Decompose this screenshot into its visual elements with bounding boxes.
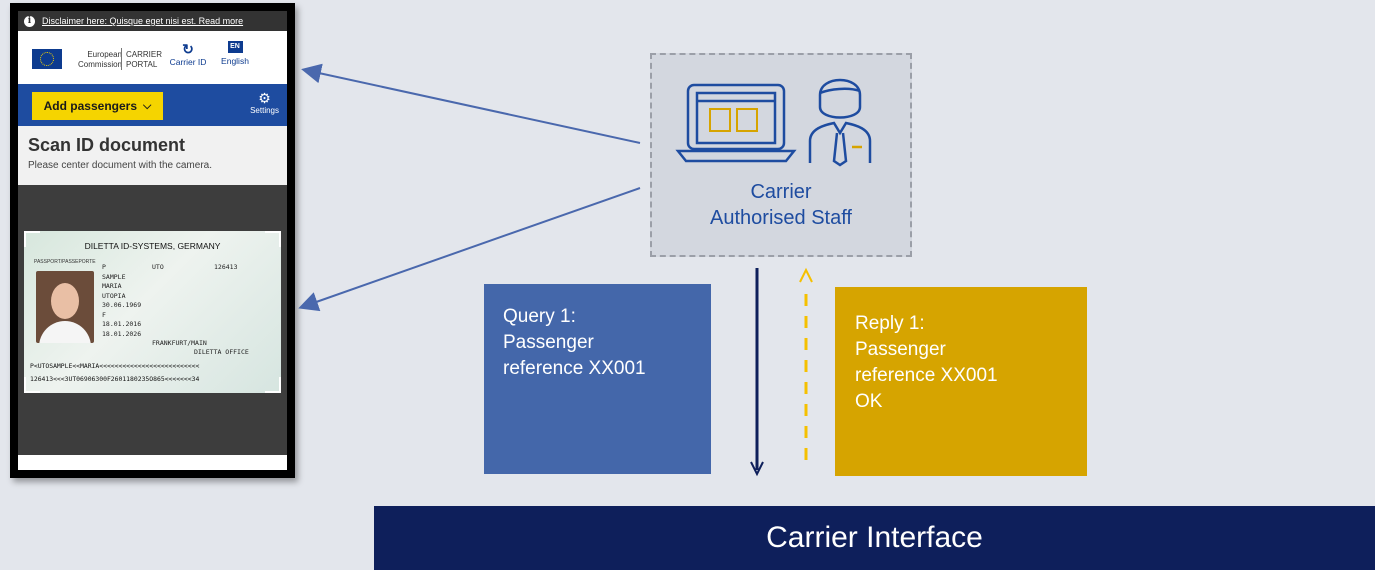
chevron-down-icon: ⌵: [143, 99, 152, 112]
ec-logo-text: European Commission: [78, 50, 123, 69]
carrier-id-icon: ↻: [182, 41, 194, 57]
passport-fields: P SAMPLE MARIA UTOPIA 30.06.1969 F 18.01…: [102, 263, 142, 338]
passport-image: DILETTA ID-SYSTEMS, GERMANY PASSPORT/PAS…: [24, 231, 281, 393]
arrow-to-phone-scan: [298, 187, 641, 312]
settings-button[interactable]: ⚙ Settings: [250, 90, 279, 115]
passport-photo: [36, 271, 94, 343]
passport-authority: DILETTA OFFICE: [194, 348, 249, 356]
interface-label: Carrier Interface: [766, 521, 983, 554]
frame-corner: [24, 377, 40, 393]
reply-line: Reply 1:: [855, 313, 925, 334]
carrier-id-button[interactable]: ↻ Carrier ID: [168, 41, 208, 67]
info-icon: i: [24, 15, 35, 27]
phone-screen: i Disclaimer here: Quisque eget nisi est…: [18, 11, 287, 470]
frame-corner: [265, 231, 281, 247]
staff-illustration: [675, 78, 872, 167]
language-icon: EN: [227, 41, 243, 53]
gear-icon: ⚙: [258, 90, 271, 106]
laptop-icon: [675, 83, 797, 163]
disclaimer-link[interactable]: Disclaimer here: Quisque eget nisi est. …: [42, 16, 244, 26]
passport-issuer: DILETTA ID-SYSTEMS, GERMANY: [84, 241, 221, 251]
portal-name: CARRIER PORTAL: [126, 50, 163, 69]
scan-panel: Scan ID document Please center document …: [18, 126, 287, 185]
eu-flag-logo: [32, 49, 62, 69]
query-line: reference XX001: [503, 358, 646, 379]
disclaimer-bar[interactable]: i Disclaimer here: Quisque eget nisi est…: [18, 11, 287, 31]
add-passengers-button[interactable]: Add passengers ⌵: [32, 92, 163, 120]
query-arrow-head: [750, 461, 764, 477]
window-tiles-icon: [709, 108, 758, 132]
reply-line: reference XX001: [855, 365, 998, 386]
query-line: Passenger: [503, 332, 594, 353]
language-label: English: [221, 56, 249, 66]
scan-title: Scan ID document: [28, 135, 186, 155]
reply-line: Passenger: [855, 339, 946, 360]
logo-divider: [121, 48, 122, 70]
reply-line: OK: [855, 391, 883, 412]
passport-doc-label: PASSPORT/PASSEPORTE: [34, 259, 96, 265]
phone-mockup: i Disclaimer here: Quisque eget nisi est…: [10, 3, 295, 478]
carrier-staff-box: Carrier Authorised Staff: [650, 53, 912, 257]
language-button[interactable]: EN English: [215, 41, 255, 66]
action-bar: Add passengers ⌵ ⚙ Settings: [18, 84, 287, 126]
reply-box: Reply 1: Passenger reference XX001 OK: [835, 287, 1087, 476]
passport-country-code: UTO: [152, 263, 164, 271]
arrow-to-phone-header: [301, 63, 641, 144]
carrier-interface-bar: Carrier Interface: [374, 506, 1375, 570]
passport-place: FRANKFURT/MAIN: [152, 339, 207, 347]
frame-corner: [24, 231, 40, 247]
query-line: Query 1:: [503, 306, 576, 327]
passport-number: 126413: [214, 263, 238, 271]
staff-label: Carrier Authorised Staff: [710, 181, 852, 229]
camera-viewfinder[interactable]: DILETTA ID-SYSTEMS, GERMANY PASSPORT/PAS…: [18, 185, 287, 455]
scan-subtitle: Please center document with the camera.: [28, 160, 212, 171]
frame-corner: [265, 377, 281, 393]
portal-header: European Commission CARRIER PORTAL ↻ Car…: [18, 31, 287, 84]
person-icon: [808, 78, 872, 167]
passport-mrz: P<UTOSAMPLE<<MARIA<<<<<<<<<<<<<<<<<<<<<<…: [30, 362, 200, 383]
bottom-bar: [18, 455, 287, 470]
settings-label: Settings: [250, 106, 279, 115]
query-box: Query 1: Passenger reference XX001: [484, 284, 711, 474]
carrier-id-label: Carrier ID: [169, 57, 207, 67]
reply-arrow-head: [799, 267, 813, 283]
